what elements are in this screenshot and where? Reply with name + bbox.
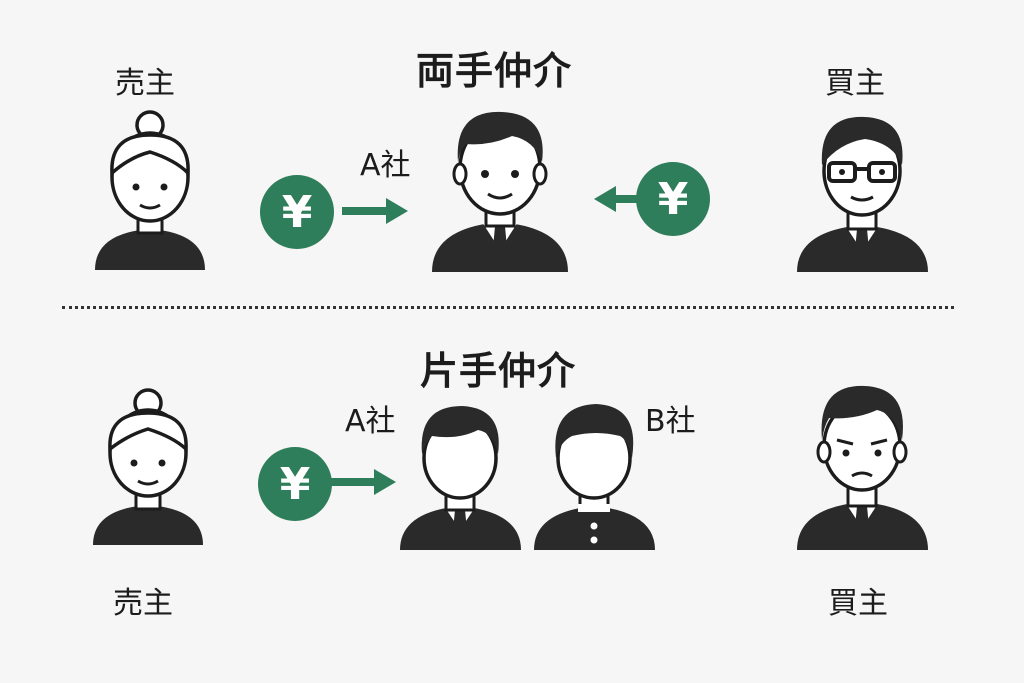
agent-silhouette-icon (534, 404, 655, 550)
section-divider (62, 306, 954, 309)
arrow-right-icon (342, 198, 408, 224)
top-agent-a-label: A社 (360, 148, 411, 183)
buyer-man-icon (797, 385, 928, 550)
agent-silhouette-icon (400, 406, 521, 550)
top-title: 両手仲介 (416, 49, 573, 93)
bottom-agent-b-label: B社 (645, 404, 696, 439)
arrow-right-icon (330, 469, 396, 495)
yen-coin-icon: ¥ (636, 162, 710, 236)
agent-man-icon (432, 111, 568, 272)
seller-woman-icon (95, 110, 205, 270)
bottom-seller-label: 売主 (113, 586, 173, 621)
top-buyer-label: 買主 (825, 66, 885, 101)
bottom-agent-a-label: A社 (345, 404, 396, 439)
buyer-man-glasses-icon (797, 116, 928, 272)
bottom-title: 片手仲介 (420, 349, 577, 393)
yen-coin-icon: ¥ (260, 175, 334, 249)
bottom-buyer-label: 買主 (828, 586, 888, 621)
top-seller-label: 売主 (115, 66, 175, 101)
yen-coin-icon: ¥ (258, 447, 332, 521)
seller-woman-icon (93, 388, 203, 545)
